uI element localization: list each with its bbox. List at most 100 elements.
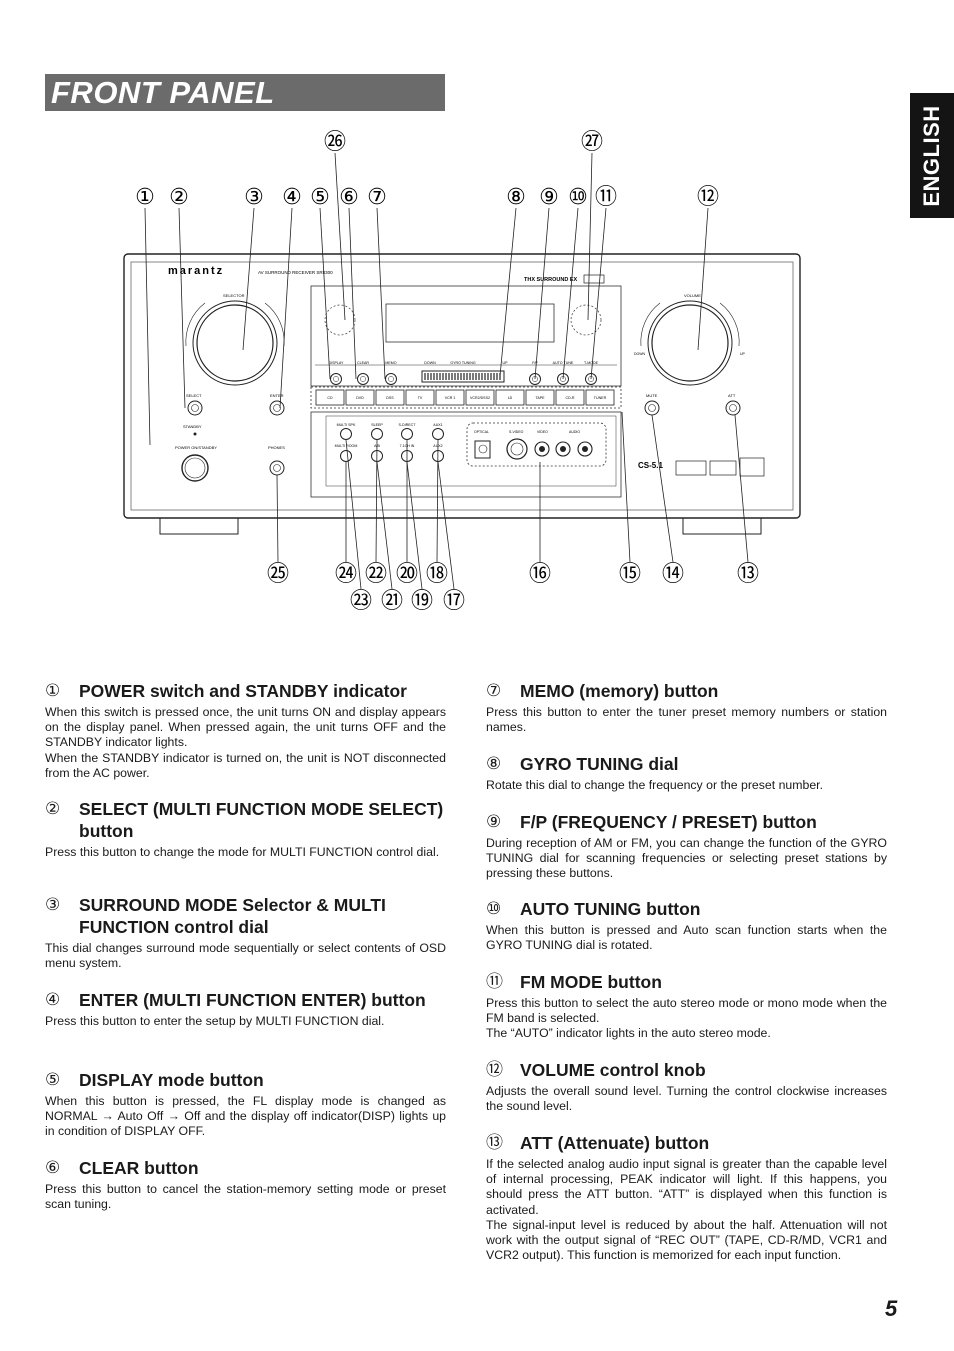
display-button-label: T-MODE [584,361,599,365]
video-input[interactable] [534,441,550,457]
volume-knob-outer [647,300,733,386]
section-paragraph: When this button is pressed and Auto sca… [486,923,887,953]
callout-leader [178,207,186,409]
callout-number: ⑱ [426,561,448,586]
callout-number: ㉕ [267,561,289,586]
section-paragraph: Press this button to select the auto ste… [486,996,887,1026]
source-button[interactable] [345,389,375,406]
callout-number: ⑥ [339,184,359,209]
power-switch[interactable] [181,454,209,482]
callout-number: ㉑ [381,588,403,613]
lower-row-button[interactable] [340,428,352,440]
section-title: DISPLAY mode button [79,1070,264,1090]
source-button[interactable] [585,389,615,406]
display-row-button[interactable] [585,373,597,385]
display-row-button[interactable] [529,373,541,385]
callout-number: ⑮ [619,561,641,586]
display-button-label: CLEAR [357,361,369,365]
callout-leader [499,207,517,377]
select-button[interactable] [187,400,203,416]
volume-knob[interactable] [651,304,729,382]
section-title: VOLUME control knob [520,1060,706,1080]
enter-button[interactable] [269,400,285,416]
source-button[interactable] [465,389,495,406]
att-button[interactable] [725,400,741,416]
display-row-button[interactable] [330,373,342,385]
display-button-label: MEMO [385,361,396,365]
section-title: CLEAR button [79,1158,199,1178]
callout-number: ⑰ [443,588,465,613]
section-title: AUTO TUNING button [520,899,701,919]
lower-button-label: MULTI SPK [337,423,356,427]
audio-right-input[interactable] [577,441,593,457]
source-button[interactable] [375,389,405,406]
callout-leader [437,461,455,590]
lower-door-inner [325,415,617,487]
audio-label: AUDIO [569,430,580,434]
callout-number: ⑳ [396,561,418,586]
source-button-label: CD [327,396,333,400]
section-title: GYRO TUNING dial [520,754,679,774]
callout-number: ㉒ [365,561,387,586]
source-button[interactable] [435,389,465,406]
callout-leader [376,207,386,380]
source-button[interactable] [525,389,555,406]
cs51-logo: CS-5.1 [638,461,663,470]
power-switch-inner [184,457,206,479]
selector-label: SELECTOR [223,293,245,298]
section-paragraph: During reception of AM or FM, you can ch… [486,836,887,881]
right-foot [682,517,762,535]
selector-dial[interactable] [196,304,274,382]
gyro-tuning-dial[interactable] [421,370,505,383]
lower-button-label: AUX1 [433,423,442,427]
callout-leader [406,461,423,590]
section-title: FM MODE button [520,972,662,992]
lower-row-button[interactable] [401,428,413,440]
source-button-label: CD-R [566,396,575,400]
audio-left-input[interactable] [555,441,571,457]
lower-row-button[interactable] [371,428,383,440]
callout-number: ⑫ [697,184,719,209]
source-button-label: LD [508,396,513,400]
source-button[interactable] [405,389,435,406]
thx-logo: THX SURROUND EX [524,277,578,283]
lower-row-jack[interactable] [340,450,352,462]
callout-leader [348,207,357,380]
svideo-input[interactable] [506,438,528,460]
source-button[interactable] [495,389,525,406]
callout-leader [651,414,674,563]
callout-number: ⑩ [568,184,588,209]
mute-button[interactable] [644,400,660,416]
lower-row-button[interactable] [432,428,444,440]
section-number: ⑦ [486,681,502,700]
display-row-button[interactable] [357,373,369,385]
display-button-label: GYRO TUNING [450,361,475,365]
callout-number: ⑦ [367,184,387,209]
source-button[interactable] [555,389,585,406]
section-paragraph: Press this button to enter the setup by … [45,1014,385,1028]
callout-leader [279,207,293,409]
callout-leader [562,207,579,380]
callout-number: ㉖ [324,129,346,154]
standby-indicator [193,432,197,436]
phones-jack[interactable] [269,460,285,476]
display-row-button-inner [333,376,339,382]
svideo-input-inner [510,442,524,456]
mute-button-inner [648,404,656,412]
callout-number: ③ [244,184,264,209]
optical-input[interactable] [474,440,491,459]
lower-button-label: SLEEP [371,423,383,427]
display-button-label: AUTO TUNE [553,361,574,365]
source-button[interactable] [315,389,345,406]
page-title-bar: FRONT PANEL [45,74,445,111]
display-row-button[interactable] [385,373,397,385]
svideo-label: S-VIDEO [509,430,524,434]
section-title: ENTER (MULTI FUNCTION ENTER) button [79,990,426,1010]
callout-leader [375,439,378,563]
display-row-button[interactable] [557,373,569,385]
